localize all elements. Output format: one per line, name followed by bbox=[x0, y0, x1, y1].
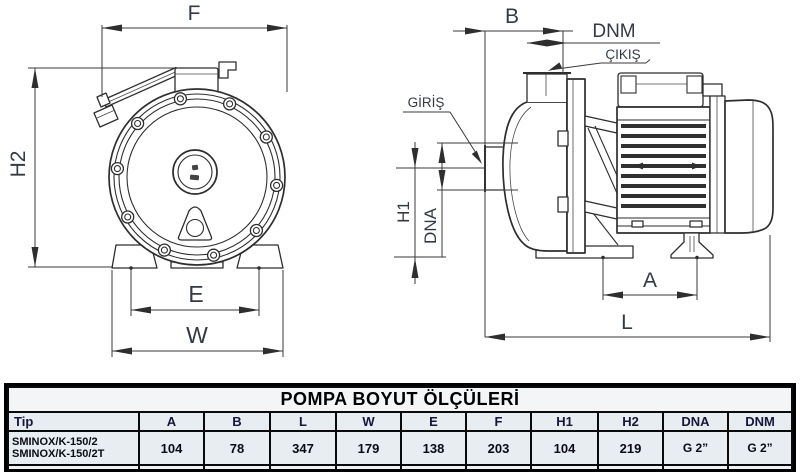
dim-label-h2: H2 bbox=[7, 151, 30, 178]
col-header-b: B bbox=[203, 411, 271, 432]
col-header-tip: Tip bbox=[7, 411, 140, 432]
front-view-dimensions: F H2 E W bbox=[7, 2, 288, 357]
col-header-l: L bbox=[269, 411, 337, 432]
dim-label-f: F bbox=[188, 2, 201, 25]
side-view-dimensions: B DNM ÇIKIŞ GİRİŞ H1 DNA bbox=[394, 5, 771, 342]
model-cell: SMINOX/K-150/2 SMINOX/K-150/2T bbox=[7, 430, 140, 466]
motor-end-cap bbox=[724, 99, 774, 234]
dim-label-a: A bbox=[643, 269, 657, 292]
col-header-dnm: DNM bbox=[727, 411, 793, 432]
table-clipped-row bbox=[7, 464, 793, 469]
col-header-dna: DNA bbox=[662, 411, 729, 432]
bearing-bracket bbox=[709, 95, 726, 234]
model-name-2: SMINOX/K-150/2T bbox=[12, 448, 105, 460]
col-header-f: F bbox=[465, 411, 532, 432]
dim-label-w: W bbox=[186, 322, 208, 348]
dim-label-h1: H1 bbox=[394, 201, 413, 223]
value-h2: 219 bbox=[597, 430, 664, 466]
outlet-callout-label: ÇIKIŞ bbox=[605, 47, 640, 62]
table-header-row: Tip A B L W E F H1 H2 DNA DNM bbox=[7, 411, 793, 432]
value-e: 138 bbox=[400, 430, 467, 466]
motor-cooling-fins bbox=[621, 124, 706, 208]
col-header-e: E bbox=[400, 411, 467, 432]
inlet-callout-label: GİRİŞ bbox=[408, 95, 445, 110]
front-view-drawing bbox=[93, 61, 286, 269]
value-dna: G 2” bbox=[662, 430, 729, 466]
table-title-row: POMPA BOYUT ÖLÇÜLERİ bbox=[7, 386, 793, 413]
col-header-h1: H1 bbox=[530, 411, 599, 432]
value-h1: 104 bbox=[530, 430, 599, 466]
dim-label-dna: DNA bbox=[421, 207, 440, 244]
value-w: 179 bbox=[335, 430, 402, 466]
junction-box-latch bbox=[218, 61, 237, 79]
col-header-h2: H2 bbox=[597, 411, 664, 432]
value-f: 203 bbox=[465, 430, 532, 466]
model-name-1: SMINOX/K-150/2 bbox=[12, 436, 98, 448]
pump-technical-drawing: F H2 E W bbox=[7, 2, 774, 357]
motor-foot bbox=[670, 232, 714, 259]
value-b: 78 bbox=[203, 430, 271, 466]
pump-casing bbox=[502, 101, 568, 252]
handle-end-cap bbox=[96, 92, 111, 108]
table-data-row: SMINOX/K-150/2 SMINOX/K-150/2T 104 78 34… bbox=[7, 430, 793, 466]
dim-label-e: E bbox=[188, 281, 203, 307]
filler-cap bbox=[172, 149, 218, 195]
drain-plug bbox=[177, 206, 213, 241]
dim-label-l: L bbox=[621, 311, 633, 334]
dim-label-b: B bbox=[505, 5, 519, 28]
flange-bolts bbox=[110, 92, 284, 262]
dim-label-dnm: DNM bbox=[592, 21, 635, 42]
col-header-a: A bbox=[138, 411, 205, 432]
value-a: 104 bbox=[138, 430, 205, 466]
value-l: 347 bbox=[269, 430, 337, 466]
side-view-drawing bbox=[484, 72, 774, 259]
pump-dimensions-table: POMPA BOYUT ÖLÇÜLERİ Tip A B L W E F H1 … bbox=[4, 383, 796, 472]
value-dnm: G 2” bbox=[727, 430, 793, 466]
col-header-w: W bbox=[335, 411, 402, 432]
mounting-flange bbox=[566, 78, 586, 254]
cable-gland bbox=[93, 104, 119, 128]
outlet-port bbox=[526, 73, 568, 102]
terminal-box bbox=[617, 72, 704, 108]
table-title: POMPA BOYUT ÖLÇÜLERİ bbox=[7, 386, 793, 413]
